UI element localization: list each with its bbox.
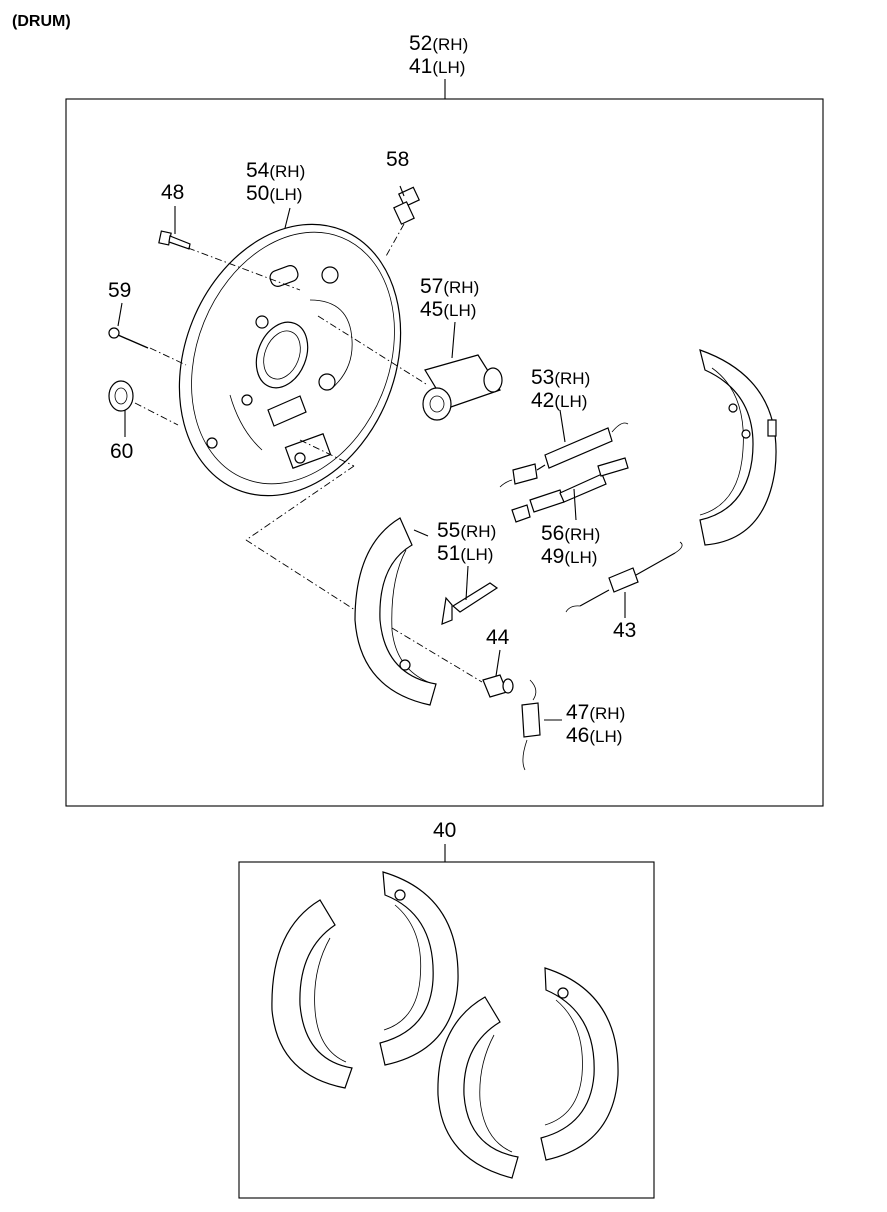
pin-drawing [108,327,149,349]
right-shoe-drawing [699,349,777,546]
upper-spring-drawing [499,422,629,488]
wheel-cylinder-drawing [422,354,503,421]
callout-upper-spring: 53(RH) 42(LH) [531,366,591,412]
callout-backing-plate: 54(RH) 50(LH) [246,159,306,205]
callout-adjuster: 56(RH) 49(LH) [541,522,601,568]
lower-spring-drawing [565,541,683,613]
callout-pin: 59 [108,279,132,302]
callout-hold-spring: 44 [486,626,510,649]
lever-drawing [441,582,499,625]
adjuster-drawing [511,457,629,523]
callout-shoe-kit: 40 [433,819,457,842]
callout-bolt: 48 [161,181,185,204]
callout-return-spring: 47(RH) 46(LH) [566,701,626,747]
callout-backing-plate-assy: 52(RH) 41(LH) [409,32,469,78]
callout-lower-spring: 43 [613,619,637,642]
shoe-kit-drawing [271,871,619,1179]
bleeder-drawing [393,186,421,225]
backing-plate-drawing [178,223,402,497]
left-shoe-drawing [354,517,437,706]
return-spring-drawing [521,679,541,771]
bolt-drawing [158,230,191,250]
callout-bleeder: 58 [386,148,410,171]
hold-spring-drawing [482,674,514,698]
callout-lever: 55(RH) 51(LH) [437,519,497,565]
diagram-title: (DRUM) [12,13,71,30]
assembly-frame [65,98,824,807]
plug-drawing [108,380,134,412]
callout-plug: 60 [110,440,134,463]
shoe-kit-frame [238,861,655,1199]
callout-wheel-cylinder: 57(RH) 45(LH) [420,275,480,321]
